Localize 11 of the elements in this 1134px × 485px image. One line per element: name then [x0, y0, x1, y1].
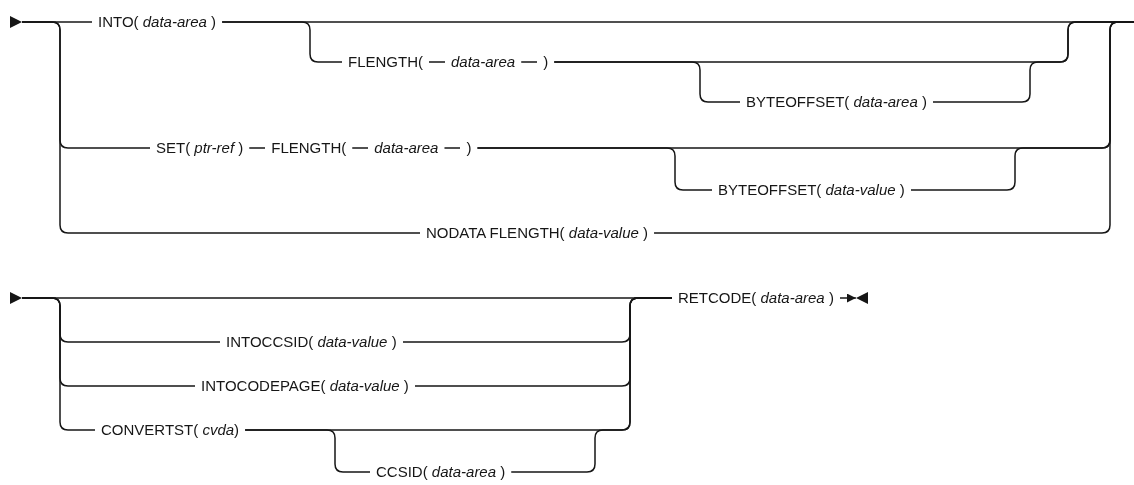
end-marker	[855, 292, 868, 304]
syntax-line	[520, 61, 538, 63]
syntax-line	[428, 61, 446, 63]
syntax-line	[510, 297, 673, 473]
arrow	[839, 293, 857, 303]
start-marker	[10, 292, 22, 304]
syntax-line	[248, 147, 266, 149]
start-marker	[10, 16, 22, 28]
syntax-line	[351, 147, 369, 149]
syntax-line	[21, 21, 421, 234]
syntax-line	[443, 147, 462, 149]
